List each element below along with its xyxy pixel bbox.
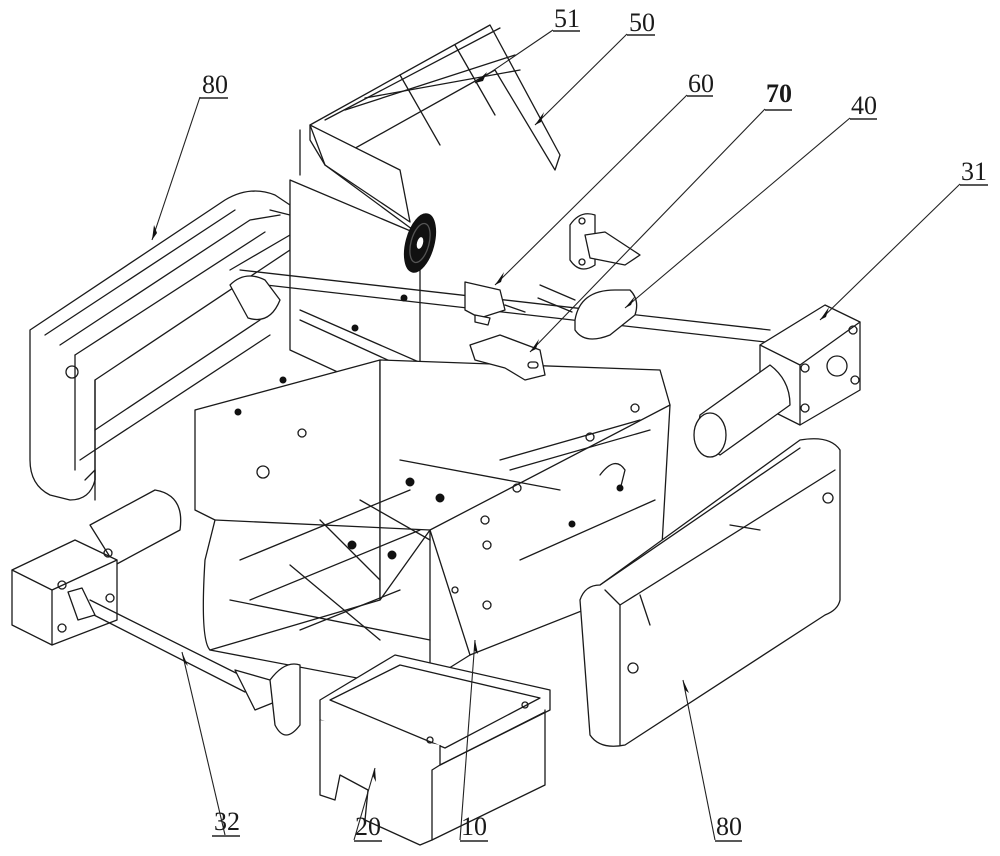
bracket [469, 334, 546, 381]
label-80-right: 80 [716, 812, 742, 841]
callout-10: 10 [459, 639, 488, 842]
callout-20: 20 [353, 767, 382, 842]
flange-bearing-40 [537, 284, 638, 340]
side-housing-right [579, 438, 841, 747]
callout-31: 31 [819, 157, 988, 321]
label-60: 60 [688, 69, 714, 98]
label-40: 40 [851, 91, 877, 120]
side-housing-left [29, 190, 291, 501]
label-80-left: 80 [202, 70, 228, 99]
label-31: 31 [961, 157, 987, 186]
label-32: 32 [214, 807, 240, 836]
callout-80-left: 80 [151, 70, 228, 241]
callout-70: 70 [529, 79, 792, 353]
label-10: 10 [461, 812, 487, 841]
torsion-spring [403, 213, 437, 273]
label-51: 51 [554, 4, 580, 33]
label-20: 20 [355, 812, 381, 841]
motor-gearbox-right [693, 304, 861, 458]
flange-bearing-upper [569, 213, 641, 270]
base-module [319, 654, 551, 846]
callout-50: 50 [534, 8, 655, 126]
callout-40: 40 [624, 91, 877, 309]
switch-block [464, 281, 526, 326]
callout-80-right: 80 [682, 679, 742, 842]
label-50: 50 [629, 8, 655, 37]
callout-51: 51 [474, 4, 580, 84]
motor-gearbox-left [11, 489, 301, 736]
callout-32: 32 [181, 651, 240, 837]
callout-60: 60 [494, 69, 714, 286]
label-70: 70 [766, 79, 792, 108]
